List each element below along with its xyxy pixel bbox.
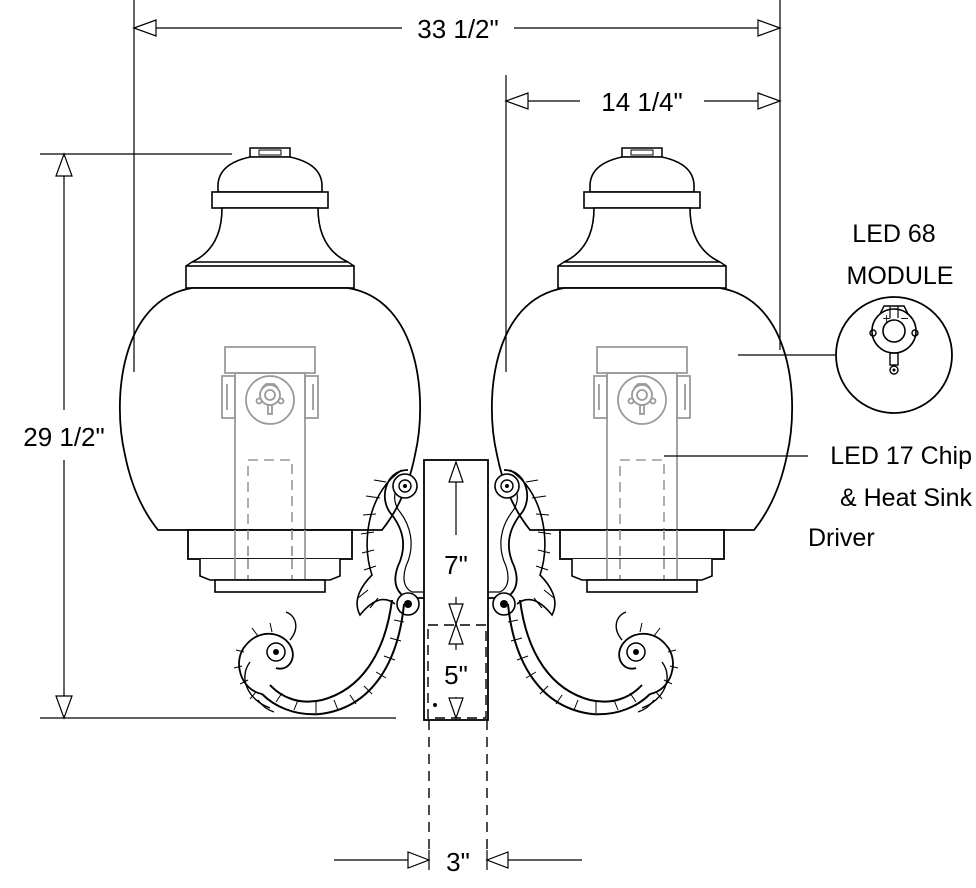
single-width-label: 14 1/4" <box>601 87 683 117</box>
svg-text:−: − <box>900 312 909 325</box>
height-label: 29 1/2" <box>23 422 105 452</box>
module-label-line1: LED 68 <box>852 220 935 248</box>
overall-width-dimension <box>132 19 782 37</box>
height-dimension <box>55 152 73 720</box>
led-module-icon: + − <box>835 296 953 414</box>
chip-label-line2: & Heat Sink <box>840 484 973 512</box>
overall-width-label: 33 1/2" <box>417 14 499 44</box>
tenon-label: 3" <box>446 847 470 877</box>
module-label-line2: MODULE <box>847 262 954 290</box>
lower-fitter-label: 5" <box>444 660 468 690</box>
right-lantern <box>490 147 794 593</box>
extension-lines <box>40 0 781 719</box>
single-width-dimension <box>504 92 782 110</box>
chip-label-line1: LED 17 Chip <box>830 442 972 470</box>
fitter-dimensions <box>448 460 464 720</box>
upper-fitter-label: 7" <box>444 550 468 580</box>
tenon-dimension <box>334 850 582 870</box>
driver-label: Driver <box>808 524 875 552</box>
left-lantern <box>118 147 422 593</box>
svg-text:+: + <box>882 312 891 325</box>
